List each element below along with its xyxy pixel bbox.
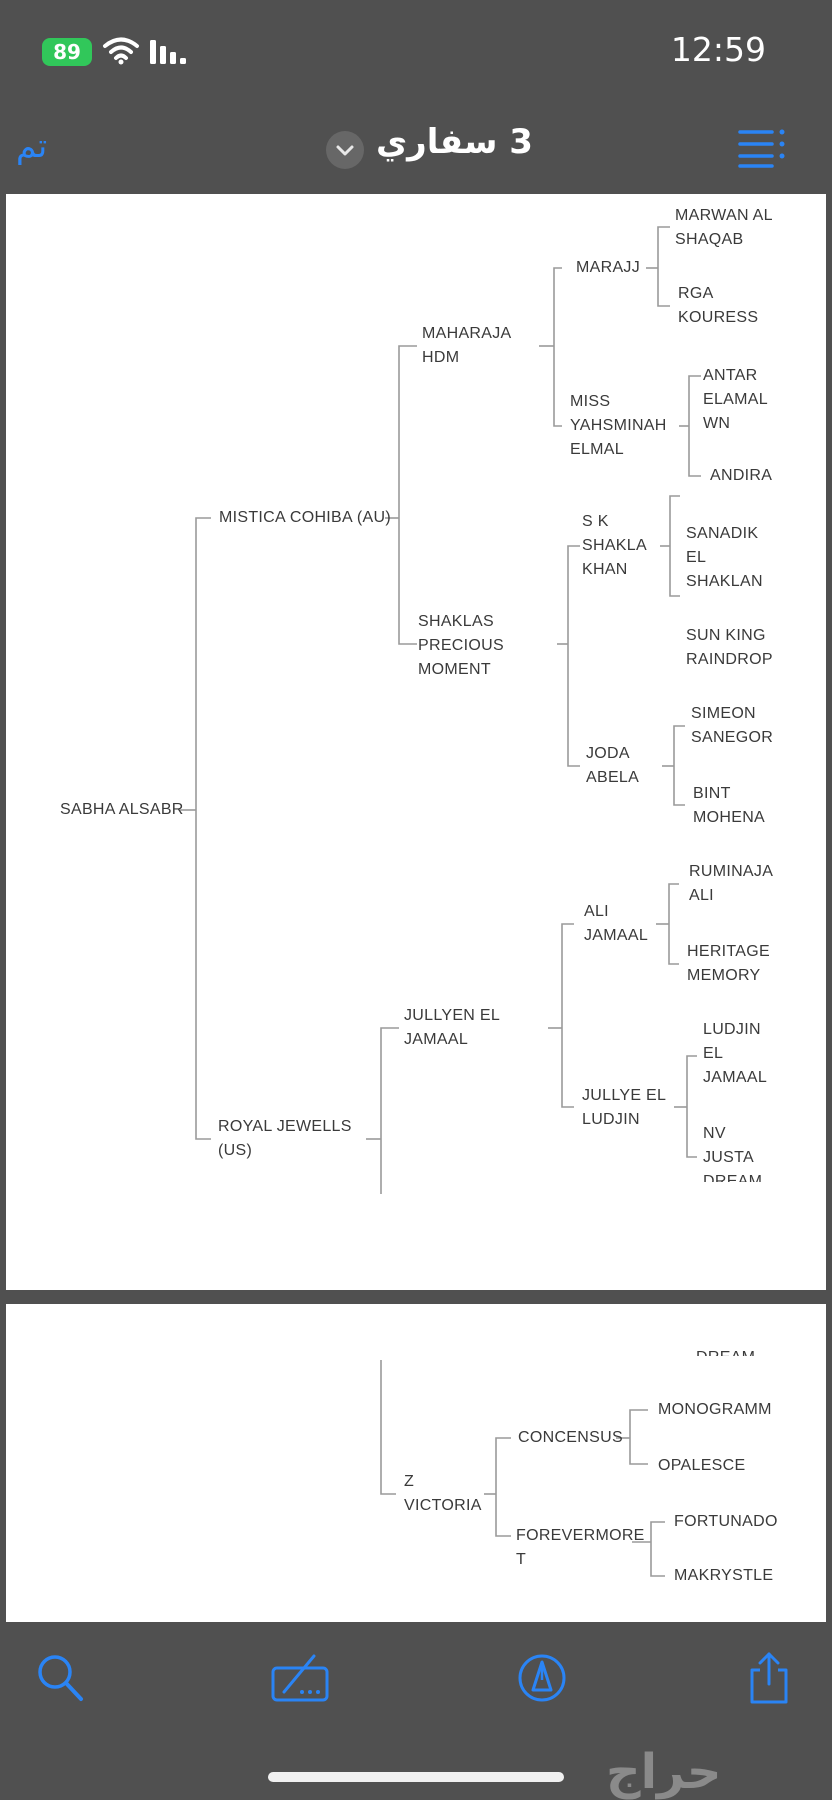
pedigree-node: RUMINAJA ALI [689, 863, 774, 904]
pedigree-node: FORTUNADO [674, 1513, 778, 1530]
bottom-toolbar [0, 1622, 832, 1800]
cellular-signal-icon [150, 40, 186, 64]
pedigree-node: NV JUSTA DREAM [703, 1125, 763, 1182]
pedigree-node: RGA KOURESS [678, 285, 759, 326]
pedigree-node: SABHA ALSABR [60, 801, 184, 818]
pedigree-node: HERITAGE MEMORY [687, 943, 771, 984]
document-title: 3 سفاري [376, 122, 533, 162]
pen-tip-icon[interactable] [516, 1652, 568, 1704]
battery-level: 89 [53, 40, 81, 64]
pedigree-connectors [180, 226, 701, 1194]
haraj-watermark: حراج [606, 1744, 722, 1800]
pedigree-node: MARWAN AL SHAQAB [675, 207, 773, 248]
pdf-page-1[interactable]: SABHA ALSABR MISTICA COHIBA (AU) ROYAL J… [6, 194, 826, 1290]
pedigree-node: Z VICTORIA [404, 1473, 482, 1514]
pedigree-node: JODA ABELA [586, 745, 640, 786]
list-outline-icon[interactable] [738, 128, 788, 168]
pedigree-node: SUN KING RAINDROP [686, 627, 773, 668]
pedigree-node: ROYAL JEWELLS (US) [218, 1118, 352, 1159]
pedigree-node: LUDJIN EL JAMAAL [703, 1021, 768, 1086]
battery-indicator: 89 [42, 38, 92, 66]
status-bar [0, 0, 832, 100]
pedigree-node: JULLYEN EL JAMAAL [404, 1007, 501, 1048]
home-indicator[interactable] [268, 1772, 564, 1782]
wifi-icon [103, 37, 139, 65]
pedigree-node: S K SHAKLA KHAN [582, 513, 647, 578]
chevron-down-icon [336, 145, 354, 156]
pedigree-node: MARAJJ [576, 259, 641, 276]
pedigree-node: SANADIK EL SHAKLAN [686, 525, 763, 590]
search-icon[interactable] [36, 1652, 86, 1704]
pedigree-node: ANDIRA [710, 467, 773, 484]
pedigree-node: SHAKLAS PRECIOUS MOMENT [418, 613, 504, 678]
pedigree-node: MISS YAHSMINAH ELMAL [570, 393, 667, 458]
title-menu-button[interactable] [326, 131, 364, 169]
pedigree-node: MISTICA COHIBA (AU) [219, 509, 391, 526]
navigation-bar [0, 100, 832, 194]
done-button[interactable]: تم [16, 126, 48, 165]
pedigree-node: MONOGRAMM [658, 1401, 772, 1418]
pedigree-node: DREAM [696, 1346, 755, 1356]
share-icon[interactable] [746, 1652, 792, 1704]
pedigree-node: BINT MOHENA [693, 785, 766, 826]
pedigree-connectors [380, 1360, 665, 1577]
pedigree-node: JULLYE EL LUDJIN [582, 1087, 667, 1128]
pedigree-node: MAHARAJA HDM [422, 325, 512, 366]
pdf-page-2[interactable]: DREAM Z VICTORIA CONCENSUS FOREVERMORE T… [6, 1304, 826, 1622]
status-time: 12:59 [670, 30, 766, 69]
pedigree-node: OPALESCE [658, 1457, 746, 1474]
pedigree-node: SIMEON SANEGOR [691, 705, 774, 746]
pedigree-node: ANTAR ELAMAL WN [703, 367, 768, 432]
pedigree-node: ALI JAMAAL [584, 903, 649, 944]
markup-icon[interactable] [270, 1652, 332, 1704]
pedigree-node: CONCENSUS [518, 1429, 623, 1446]
pedigree-node: MAKRYSTLE [674, 1567, 774, 1584]
pedigree-node: FOREVERMORE T [516, 1527, 645, 1568]
